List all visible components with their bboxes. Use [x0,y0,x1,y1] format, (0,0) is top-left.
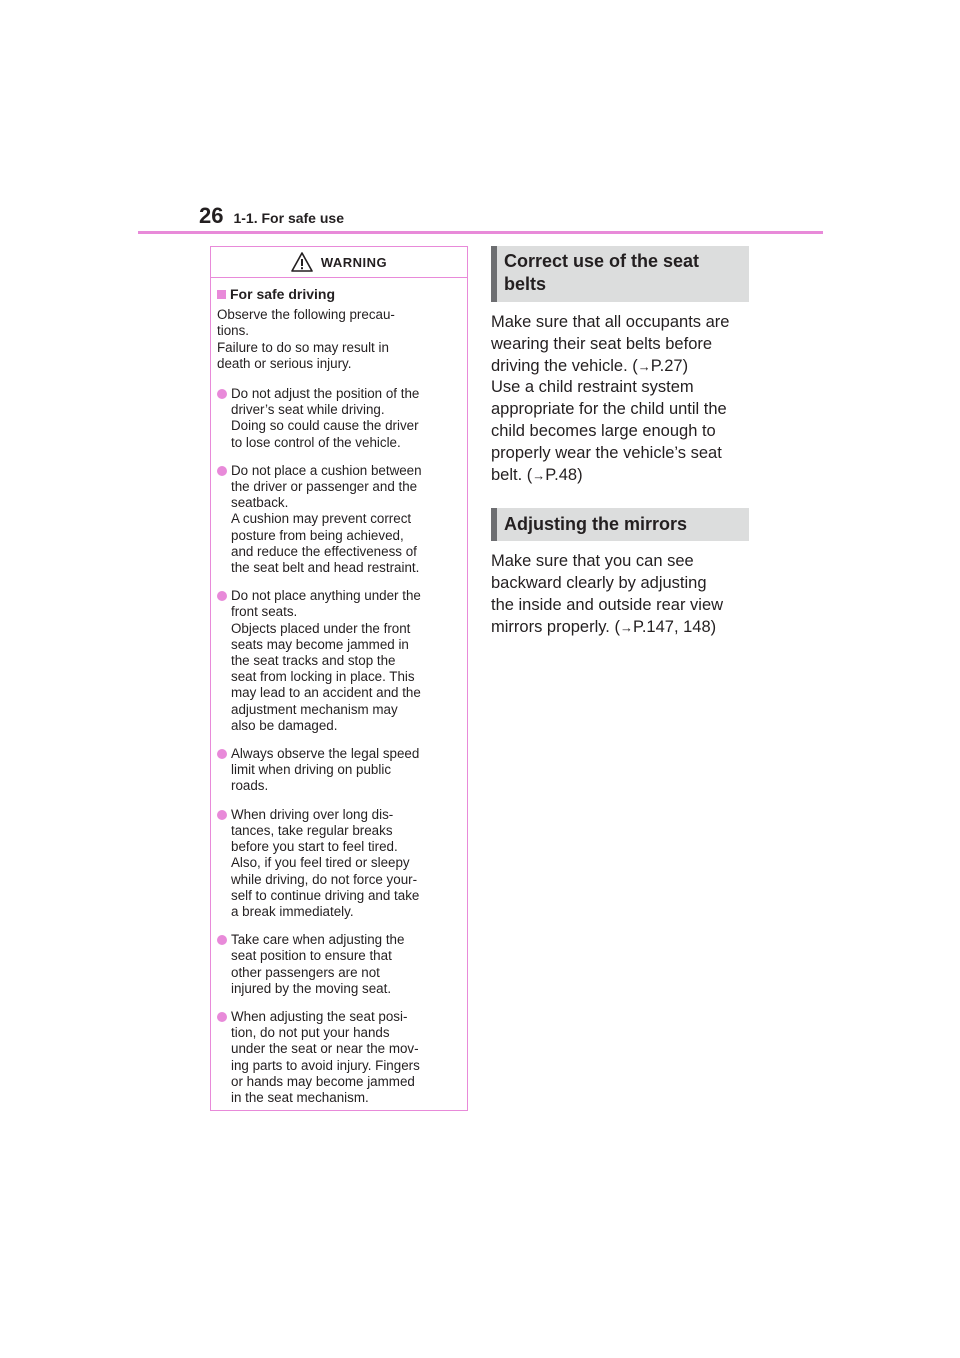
warning-triangle-icon [291,252,313,272]
warning-item-text: When driving over long dis- tances, take… [231,806,420,919]
bullet-dot-icon [217,809,227,820]
bullet-dot-icon [217,591,227,602]
bullet-dot-icon [217,1011,227,1022]
warning-item-text: Do not place anything under the front se… [231,588,421,733]
warning-item: Do not place a cushion between the drive… [217,463,462,576]
warning-item-text: Take care when adjusting the seat positi… [231,932,405,996]
warning-item-text: Always observe the legal speed limit whe… [231,746,420,794]
warning-item: When driving over long dis- tances, take… [217,807,462,920]
mirrors-ref: P.147, 148 [632,617,711,636]
seatbelts-ref-b: P.48 [545,465,578,484]
arrow-right-icon: → [637,358,651,374]
page-number: 26 [199,203,224,228]
warning-item: Do not place anything under the front se… [217,588,462,734]
seatbelts-text: Make sure that all occupants are wearing… [491,312,749,486]
bullet-dot-icon [217,465,227,476]
section-title: 1-1. For safe use [233,210,344,226]
mirrors-heading: Adjusting the mirrors [491,508,749,542]
warning-item-text: Do not place a cushion between the drive… [231,462,422,576]
warning-box: WARNING For safe driving Observe the fol… [210,246,468,1111]
warning-item: Take care when adjusting the seat positi… [217,932,462,997]
warning-item: When adjusting the seat posi- tion, do n… [217,1009,462,1106]
warning-body: For safe driving Observe the following p… [211,278,467,1106]
warning-list: Do not adjust the position of the driver… [217,386,462,1106]
header-rule [138,231,823,234]
arrow-right-icon: → [532,467,546,483]
warning-item-text: When adjusting the seat posi- tion, do n… [231,1008,420,1105]
seatbelts-text-b: ) Use a child restraint system appropria… [491,356,727,484]
warning-item-text: Do not adjust the position of the driver… [231,386,420,450]
warning-subhead-text: For safe driving [230,286,336,302]
warning-title: WARNING [320,254,388,270]
warning-item: Do not adjust the position of the driver… [217,386,462,451]
seatbelts-heading: Correct use of the seat belts [491,246,749,302]
bullet-dot-icon [217,935,227,946]
arrow-right-icon: → [619,619,633,635]
page-header: 26 1-1. For safe use [199,203,344,235]
warning-header: WARNING [211,247,467,278]
mirrors-text: Make sure that you can see backward clea… [491,551,749,638]
bullet-dot-icon [217,749,227,760]
seatbelts-text-c: ) [577,465,583,484]
seatbelts-ref-a: P.27 [650,356,683,375]
mirrors-text-b: ) [710,617,717,636]
seatbelts-text-a: Make sure that all occupants are wearing… [491,313,730,375]
square-bullet-icon [217,289,226,299]
mirrors-text-a: Make sure that you can see backward clea… [491,552,724,636]
bullet-dot-icon [217,389,227,400]
warning-subhead: For safe driving [217,286,462,302]
right-column: Correct use of the seat belts Make sure … [491,246,749,639]
warning-intro: Observe the following precau- tions. Fai… [217,307,395,371]
warning-item: Always observe the legal speed limit whe… [217,746,462,795]
